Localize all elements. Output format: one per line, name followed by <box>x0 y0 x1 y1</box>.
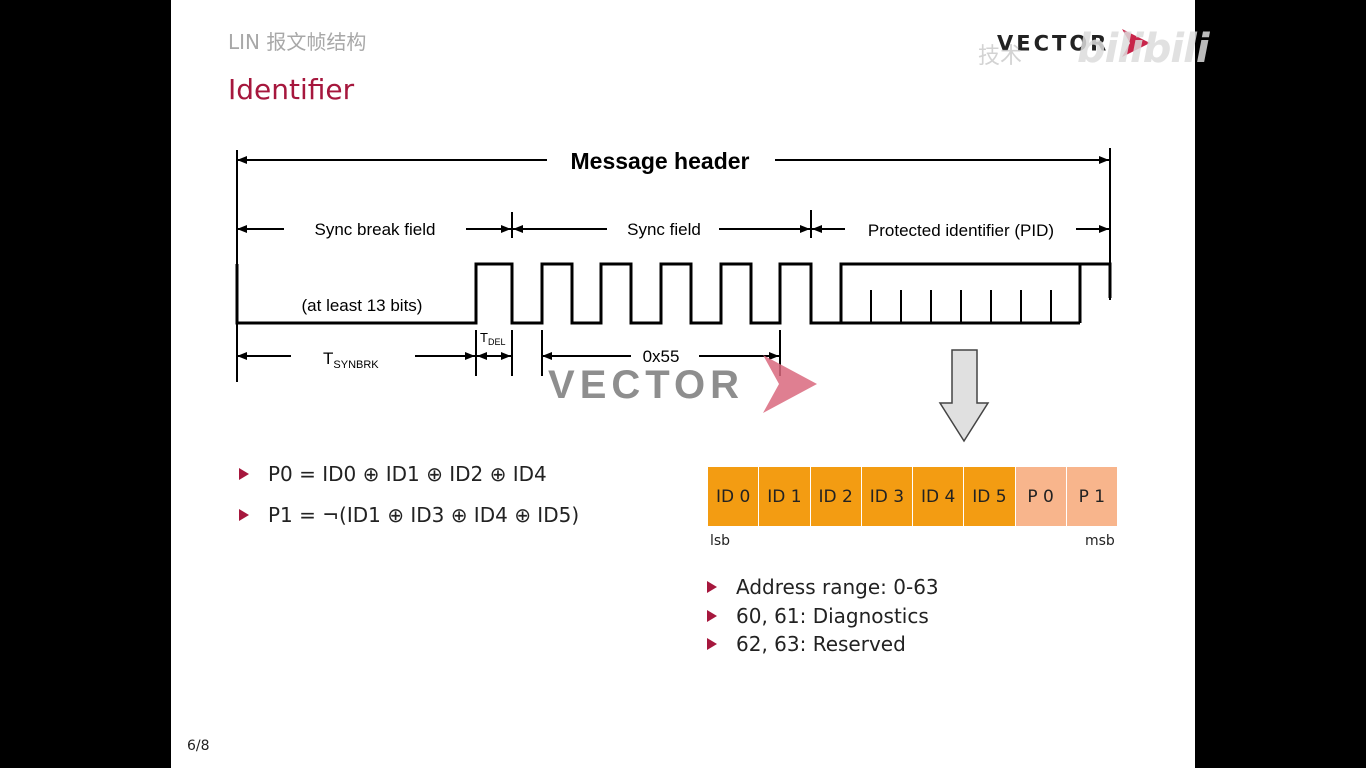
vector-chevron-icon <box>1122 29 1151 57</box>
address-range-item: Address range: 0-63 <box>707 575 939 599</box>
formula-p1-text: P1 = ¬(ID1 ⊕ ID3 ⊕ ID4 ⊕ ID5) <box>268 503 580 527</box>
vector-logo: VECTOR <box>997 29 1152 62</box>
t-del-subscript: DEL <box>488 337 506 347</box>
formula-p0: P0 = ID0 ⊕ ID1 ⊕ ID2 ⊕ ID4 <box>239 462 547 486</box>
lin-header-diagram: Message header Sync break field Sync fie… <box>235 148 1112 443</box>
address-range-text: Address range: 0-63 <box>736 575 939 599</box>
channel-label: 技术 <box>978 44 1023 69</box>
bullet-icon <box>239 467 249 480</box>
message-header-label: Message header <box>571 148 750 174</box>
formula-p1: P1 = ¬(ID1 ⊕ ID3 ⊕ ID4 ⊕ ID5) <box>239 503 579 527</box>
msb-label: msb <box>1085 533 1115 549</box>
reserved-text: 62, 63: Reserved <box>736 632 906 656</box>
t-synbrk-label: TSYNBRK <box>323 349 379 371</box>
bullet-icon <box>707 637 717 650</box>
vector-watermark: VECTOR <box>548 363 744 407</box>
pid-parity-cell: P 1 <box>1066 467 1117 526</box>
down-arrow-icon <box>938 349 990 443</box>
pid-bit-table: ID 0 ID 1 ID 2 ID 3 ID 4 ID 5 P 0 P 1 <box>708 467 1117 526</box>
slide: LIN 报文帧结构 Identifier VECTOR <box>171 0 1195 768</box>
pid-bit-cell: ID 4 <box>913 467 965 526</box>
at-least-13-bits-label: (at least 13 bits) <box>302 296 423 315</box>
diagnostics-text: 60, 61: Diagnostics <box>736 604 929 628</box>
bullet-icon <box>707 580 717 593</box>
watermark-chevron-icon <box>763 355 817 413</box>
slide-title: Identifier <box>228 73 355 106</box>
page-number: 6/8 <box>187 738 210 754</box>
t-synbrk-subscript: SYNBRK <box>333 359 379 371</box>
bullet-icon <box>707 609 717 622</box>
vector-logo-text: VECTOR <box>997 31 1110 56</box>
t-synbrk-main: T <box>323 349 333 368</box>
pid-bit-cell: ID 1 <box>759 467 811 526</box>
slide-supertitle: LIN 报文帧结构 <box>228 30 367 54</box>
sync-break-field-label: Sync break field <box>315 220 436 239</box>
pid-field-label: Protected identifier (PID) <box>868 221 1054 240</box>
diagnostics-item: 60, 61: Diagnostics <box>707 604 929 628</box>
t-del-main: T <box>480 330 488 345</box>
formula-p0-text: P0 = ID0 ⊕ ID1 ⊕ ID2 ⊕ ID4 <box>268 462 547 486</box>
lsb-label: lsb <box>710 533 731 549</box>
bilibili-logo: bilibili <box>1077 26 1210 72</box>
reserved-item: 62, 63: Reserved <box>707 632 906 656</box>
t-del-label: TDEL <box>480 330 505 347</box>
pid-parity-cell: P 0 <box>1015 467 1067 526</box>
pid-bit-cell: ID 0 <box>708 467 760 526</box>
pid-bit-cell: ID 5 <box>964 467 1016 526</box>
pid-bit-cell: ID 3 <box>861 467 913 526</box>
sync-field-label: Sync field <box>627 220 701 239</box>
bullet-icon <box>239 508 249 521</box>
hex-0x55-label: 0x55 <box>643 347 680 366</box>
pid-bit-cell: ID 2 <box>810 467 862 526</box>
